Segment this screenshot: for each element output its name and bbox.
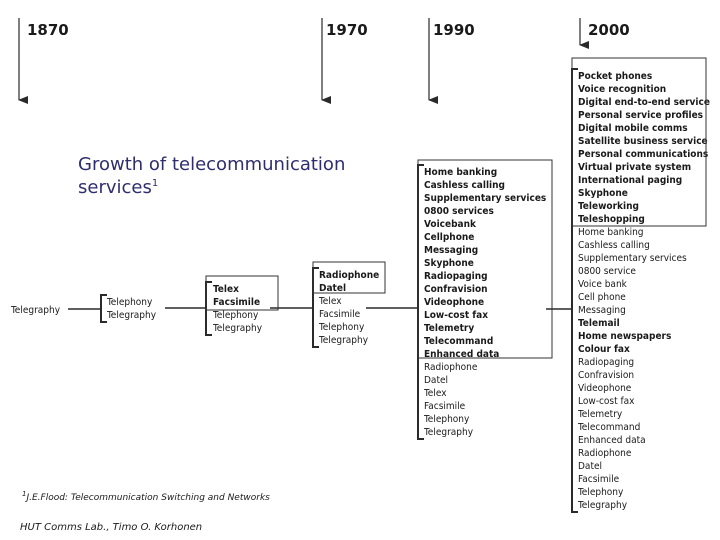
service-item: Teleworking <box>578 201 639 212</box>
column-bracket <box>312 267 319 348</box>
service-item: Telegraphy <box>423 427 474 438</box>
service-item: Messaging <box>578 305 626 316</box>
new-services-box <box>417 159 553 359</box>
service-column-3: RadiophoneDatelTelexFacsimileTelephonyTe… <box>312 267 379 348</box>
service-item: Home banking <box>578 227 643 238</box>
service-item: Cell phone <box>578 292 626 303</box>
service-item: Videophone <box>578 383 632 394</box>
service-item: Personal service profiles <box>578 110 703 121</box>
column-bracket <box>205 281 212 336</box>
service-item: Radiophone <box>424 362 478 373</box>
service-item: Telephony <box>423 414 470 425</box>
service-item: Low-cost fax <box>578 396 635 407</box>
footnote: 1J.E.Flood: Telecommunication Switching … <box>22 490 270 503</box>
service-item: Messaging <box>424 245 478 256</box>
service-item: Telegraphy <box>212 323 263 334</box>
service-item: Telegraphy <box>106 310 157 321</box>
footnote-text: J.E.Flood: Telecommunication Switching a… <box>26 493 270 503</box>
service-item: Enhanced data <box>424 349 499 360</box>
service-item: Digital end-to-end service <box>578 97 710 108</box>
service-item: Videophone <box>424 297 484 308</box>
service-item: Voice recognition <box>578 84 666 95</box>
column-bracket <box>100 294 107 323</box>
column-bracket <box>571 68 578 513</box>
service-item: Satellite business service <box>578 136 708 147</box>
service-item: Telegraphy <box>577 500 628 511</box>
footer-credit: HUT Comms Lab., Timo O. Korhonen <box>20 522 203 533</box>
service-item: Telephony <box>318 322 365 333</box>
service-item: Voicebank <box>424 219 477 230</box>
service-item: Supplementary services <box>424 193 546 204</box>
title-superscript: 1 <box>151 178 159 189</box>
service-item: Teleshopping <box>578 214 645 225</box>
service-item: Cellphone <box>424 232 474 243</box>
service-item: Facsimile <box>578 474 620 485</box>
service-item: Skyphone <box>424 258 474 269</box>
service-item: Home newspapers <box>578 331 671 342</box>
diagram-title: Growth of telecommunication services1 <box>78 153 378 199</box>
year-label: 1990 <box>433 21 475 39</box>
new-services-box <box>205 275 279 311</box>
service-item: Confravision <box>578 370 634 381</box>
title-text: Growth of telecommunication services <box>78 154 346 198</box>
service-item: Telephony <box>106 297 153 308</box>
service-root: Telegraphy <box>10 305 61 316</box>
year-label: 1870 <box>27 21 69 39</box>
service-item: 0800 services <box>424 206 494 217</box>
service-item: Radiophone <box>578 448 632 459</box>
service-item: Telex <box>423 388 447 399</box>
service-item: Supplementary services <box>578 253 687 264</box>
service-item: Cashless calling <box>578 240 650 251</box>
service-item: Telephony <box>577 487 624 498</box>
service-item: Low-cost fax <box>424 310 488 321</box>
new-services-box <box>312 261 386 294</box>
service-item: Datel <box>578 461 602 472</box>
service-item: Cashless calling <box>424 180 505 191</box>
service-item: Facsimile <box>319 309 361 320</box>
service-item: Digital mobile comms <box>578 123 688 134</box>
service-item: Radiopaging <box>578 357 634 368</box>
service-item: Confravision <box>424 284 488 295</box>
service-item: Datel <box>319 283 346 294</box>
new-services-box <box>571 57 707 227</box>
service-item: Skyphone <box>578 188 628 199</box>
service-item: Datel <box>424 375 448 386</box>
service-item: International paging <box>578 175 682 186</box>
service-item: Enhanced data <box>578 435 646 446</box>
service-item: 0800 service <box>578 266 636 277</box>
service-item: Radiopaging <box>424 271 488 282</box>
service-item: Personal communications <box>578 149 708 160</box>
service-item: Pocket phones <box>578 71 652 82</box>
service-item: Facsimile <box>213 297 260 308</box>
service-item: Telex <box>213 284 239 295</box>
service-item: Telemetry <box>577 409 623 420</box>
year-label: 1970 <box>326 21 368 39</box>
service-item: Radiophone <box>319 270 379 281</box>
service-item: Telephony <box>212 310 259 321</box>
service-item: Telemetry <box>424 323 474 334</box>
service-item: Telegraphy <box>318 335 369 346</box>
service-item: Facsimile <box>424 401 466 412</box>
year-label: 2000 <box>588 21 630 39</box>
service-item: Colour fax <box>578 344 630 355</box>
service-item: Telex <box>318 296 342 307</box>
service-item: Virtual private system <box>578 162 691 173</box>
service-item: Telecommand <box>577 422 640 433</box>
footnote-marker: 1 <box>22 490 27 498</box>
service-item: Telecommand <box>424 336 493 347</box>
service-item: Home banking <box>424 167 497 178</box>
service-item: Voice bank <box>578 279 628 290</box>
service-item: Telemail <box>578 318 620 329</box>
